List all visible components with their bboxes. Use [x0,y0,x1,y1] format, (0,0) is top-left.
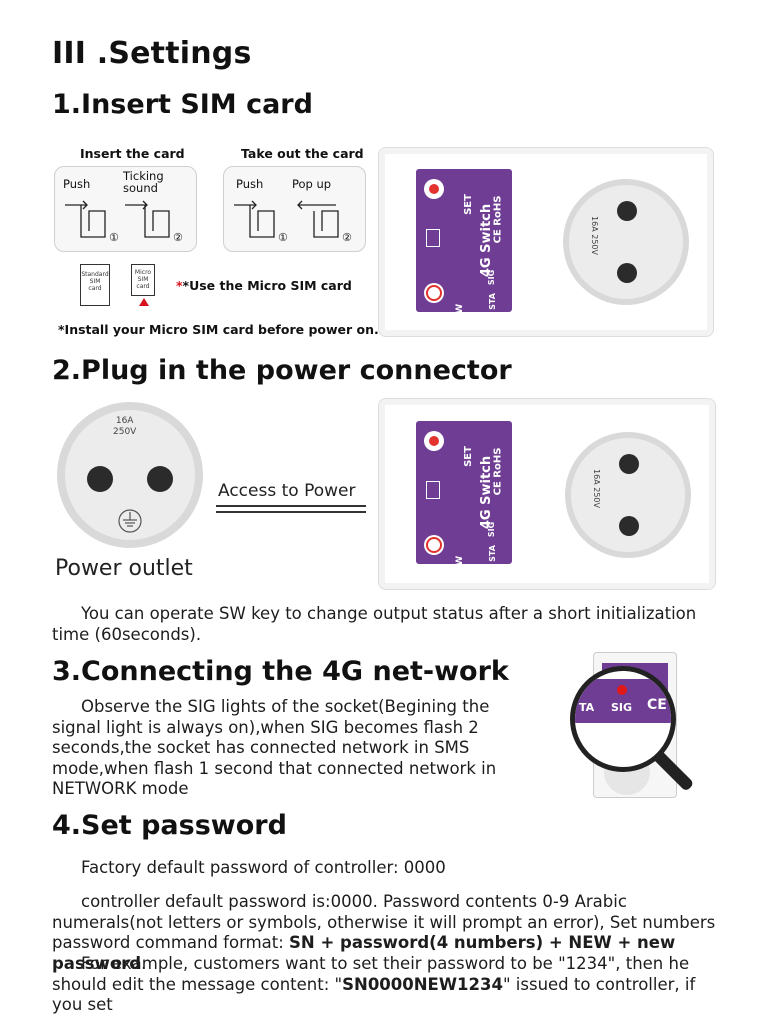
device-sta-label: STA [487,293,497,310]
para2-end: . [141,953,147,973]
insert-card-diagram: Push Ticking sound ① ② [54,166,197,252]
device-cert-label: CE RoHS [492,447,504,496]
section2-note: You can operate SW key to change output … [52,604,720,645]
insert-step-number-2: ② [173,231,183,244]
sig-light-indicator [617,685,627,695]
socket-rating: 16A 250V [589,216,599,255]
device-sw-label: SW [455,555,466,573]
set-button-icon [424,431,444,451]
insert-step-number-1: ① [109,231,119,244]
section2-title: 2.Plug in the power connector [52,355,512,386]
section4-para3: For example, customers want to set their… [52,954,722,1016]
smart-socket-device-2: SET 4G Switch CE RoHS SW STA SIG 16A 250… [378,398,716,590]
install-sim-note: *Install your Micro SIM card before powe… [58,322,379,337]
set-button-icon [424,179,444,199]
power-outlet-caption: Power outlet [55,556,193,581]
zoom-label-ce: CE [647,697,667,713]
device-label-panel: SET 4G Switch CE RoHS SW STA SIG [416,169,512,320]
socket-face: 16A 250V [565,432,691,558]
device-sw-label: SW [455,303,466,321]
micro-sim-card: Micro SIM card [131,264,155,296]
use-micro-sim-note: **Use the Micro SIM card [176,278,352,293]
socket-hole-bottom [619,516,639,536]
page-heading: III .Settings [52,36,252,71]
socket-hole-top [619,454,639,474]
zoom-label-ta: TA [579,701,595,714]
section1-title: 1.Insert SIM card [52,89,313,120]
section3-body-text: Observe the SIG lights of the socket(Beg… [52,697,497,798]
micro-sim-slot [426,229,440,247]
micro-sim-slot [426,481,440,499]
takeout-card-label: Take out the card [241,146,364,161]
section4-line1: Factory default password of controller: … [52,858,722,879]
password-command-format: SN + password(4 numbers) + NEW + new pas… [52,933,676,973]
section2-note-text: You can operate SW key to change output … [52,604,697,644]
device-sta-label: STA [487,545,497,562]
connector-line-top [216,505,366,507]
device-sig-label: SIG [487,521,497,538]
insert-step-ticking: Ticking sound [123,169,164,195]
connector-line-bottom [216,511,366,513]
device-cert-label: CE RoHS [492,195,504,244]
takeout-step-number-1: ① [278,231,288,244]
insert-step-push: Push [63,177,91,191]
access-to-power-label: Access to Power [218,481,356,501]
example-command: SN0000NEW1234 [342,974,503,994]
takeout-card-diagram: Push Pop up ① ② [223,166,366,252]
takeout-step-number-2: ② [342,231,352,244]
sw-button-icon [424,283,444,303]
insert-card-label: Insert the card [80,146,185,161]
standard-sim-card: Standard SIM card [80,264,110,306]
takeout-step-popup: Pop up [292,177,332,191]
zoom-label-sig: SIG [611,701,633,714]
section4-title: 4.Set password [52,810,287,841]
device-set-label: SET [462,194,474,215]
socket-rating: 16A 250V [591,469,601,508]
section4-para2: controller default password is:0000. Pas… [52,892,722,974]
insert-arrows-icon [65,200,170,238]
device-set-label: SET [462,446,474,467]
socket-hole-top [617,201,637,221]
para3-end: " issued to controller, if you set [52,974,696,1015]
socket-hole-bottom [617,263,637,283]
para2-plain: controller default password is:0000. Pas… [52,892,716,952]
zoom-label-4g: 4G [619,667,638,681]
section3-body: Observe the SIG lights of the socket(Beg… [52,697,532,800]
takeout-step-push: Push [236,177,264,191]
magnifier-icon: 4G TA SIG CE [570,666,676,772]
outlet-hole-right [147,466,173,492]
section4-line1-text: Factory default password of controller: … [81,858,446,877]
triangle-marker-icon [139,298,149,306]
takeout-arrows-icon [234,200,339,238]
para3-start: For example, customers want to set their… [52,954,690,994]
use-micro-sim-text: *Use the Micro SIM card [182,278,352,293]
socket-face: 16A 250V [563,179,689,305]
outlet-hole-left [87,466,113,492]
sw-button-icon [424,535,444,555]
device-sig-label: SIG [487,269,497,286]
smart-socket-device-1: SET 4G Switch CE RoHS SW STA SIG 16A 250… [378,147,714,337]
section3-title: 3.Connecting the 4G net-work [52,656,509,687]
ground-symbol-icon [118,509,142,533]
device-label-panel: SET 4G Switch CE RoHS SW STA SIG [416,421,512,572]
